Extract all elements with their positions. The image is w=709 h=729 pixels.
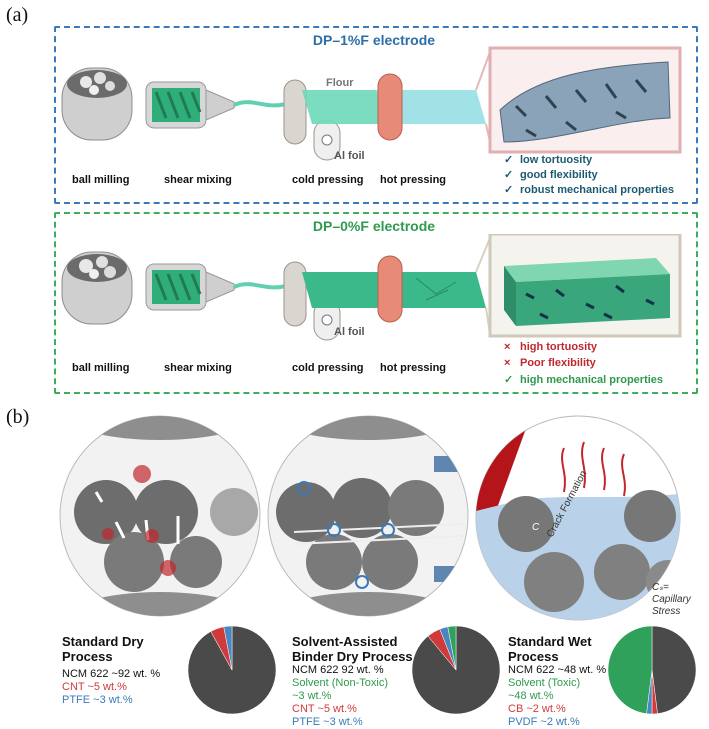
component-list: NCM 622 ~92 wt. % CNT ~5 wt.% PTFE ~3 wt… [62, 668, 161, 706]
property-row: ×Poor flexibility [504, 357, 596, 369]
al-foil-label-top: Al foil [334, 150, 365, 162]
step-cold-pressing: cold pressing [292, 362, 364, 374]
pie-slice [447, 625, 457, 671]
panel-a-label: (a) [6, 4, 29, 26]
capillary-stress-note: Cₛ= Capillary Stress [652, 582, 691, 617]
standard-wet-illustration: Crack Formation C [475, 415, 681, 621]
dp1f-title: DP–1%F electrode [312, 32, 436, 48]
pie-solvent-assisted [411, 625, 501, 715]
step-shear-mixing: shear mixing [164, 362, 232, 374]
property-row: ✓good flexibility [504, 169, 598, 181]
process-title: Solvent-Assisted Binder Dry Process [292, 634, 413, 664]
process-title: Standard Dry Process [62, 634, 144, 664]
step-shear-mixing: shear mixing [164, 174, 232, 186]
ball-mill-jar [61, 67, 133, 141]
hot-press-roller [377, 255, 403, 323]
step-cold-pressing: cold pressing [292, 174, 364, 186]
shear-mixer [145, 81, 293, 129]
property-row: ✓robust mechanical properties [504, 184, 675, 196]
flour-label: Flour [326, 77, 354, 89]
step-hot-pressing: hot pressing [380, 362, 447, 374]
dp0f-title: DP–0%F electrode [312, 218, 436, 234]
pie-slice [651, 625, 697, 714]
dp0f-process-illustration [61, 234, 682, 341]
component-list: NCM 622 92 wt. % Solvent (Non-Toxic) ~3 … [292, 664, 388, 728]
dp1f-box [54, 26, 698, 204]
step-hot-pressing: hot pressing [380, 174, 447, 186]
dp1f-process-illustration [61, 46, 682, 161]
property-row: ✓high mechanical properties [504, 374, 664, 386]
dp0f-box [54, 212, 698, 394]
pie-slice [607, 625, 653, 714]
cs-label: C [532, 522, 540, 533]
hot-press-roller [377, 73, 403, 141]
standard-dry-illustration [59, 415, 261, 617]
step-ball-milling: ball milling [72, 362, 130, 374]
property-row: ✓low tortuosity [504, 154, 593, 166]
process-title: Standard Wet Process [508, 634, 592, 664]
solvent-assisted-illustration [267, 415, 469, 617]
pie-standard-wet [607, 625, 697, 715]
component-list: NCM 622 ~48 wt. % Solvent (Toxic) ~48 wt… [508, 664, 607, 728]
pie-standard-dry [187, 625, 277, 715]
shear-mixer [145, 263, 293, 311]
cold-press-rollers [283, 261, 341, 341]
step-ball-milling: ball milling [72, 174, 130, 186]
pie-slice [223, 625, 233, 671]
property-row: ×high tortuosity [504, 341, 597, 353]
cold-press-rollers [283, 79, 341, 161]
ball-mill-jar [61, 251, 133, 325]
panel-b-label: (b) [6, 406, 30, 428]
al-foil-label-bottom: Al foil [334, 326, 365, 338]
